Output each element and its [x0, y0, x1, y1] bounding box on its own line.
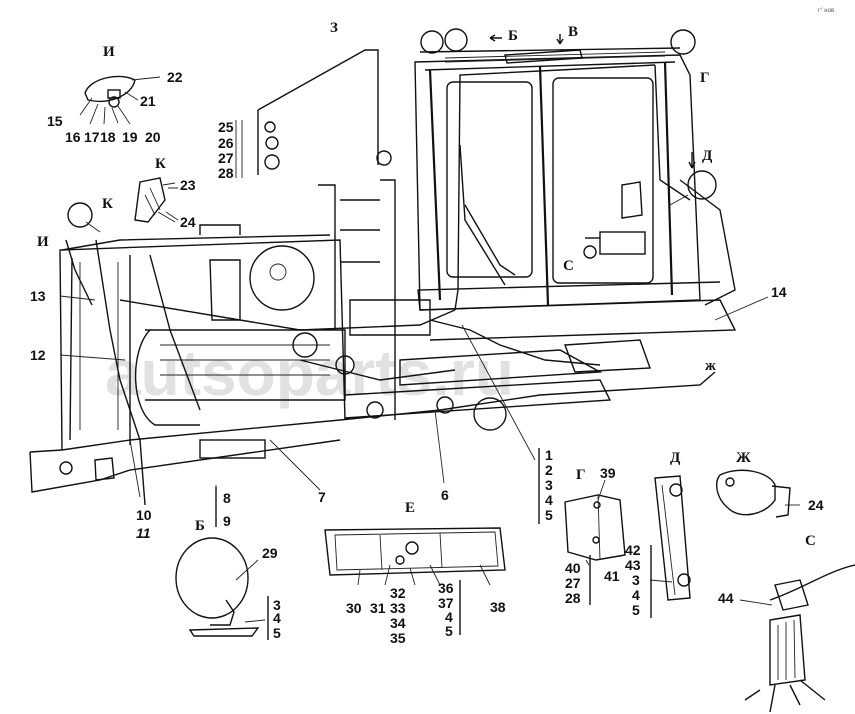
callout-11: 11 — [136, 525, 151, 541]
letter-k2: К — [102, 196, 113, 212]
callout-7: 7 — [318, 489, 326, 505]
callout-44: 44 — [718, 590, 734, 606]
callout-g-27: 27 — [565, 575, 581, 591]
view-e — [324, 527, 506, 586]
callout-5: 5 — [545, 507, 553, 523]
callout-25: 25 — [218, 119, 234, 135]
callout-6: 6 — [441, 487, 449, 503]
watermark: autsoparts.ru — [105, 337, 514, 409]
callout-17: 17 — [84, 129, 100, 145]
letter-i: И — [103, 44, 115, 60]
wiring-harness — [65, 64, 691, 506]
callout-43: 43 — [625, 557, 641, 573]
callout-42: 42 — [625, 542, 641, 558]
callout-1: 1 — [545, 447, 553, 463]
letter-z: З — [330, 20, 338, 36]
letter-k: К — [155, 156, 166, 172]
callout-22: 22 — [167, 69, 183, 85]
callout-9: 9 — [223, 513, 231, 529]
callout-23: 23 — [180, 177, 196, 193]
callout-31: 31 — [370, 600, 386, 616]
callout-37: 37 — [438, 595, 454, 611]
view-z — [241, 49, 392, 178]
callout-zh-24: 24 — [808, 497, 824, 513]
callout-27: 27 — [218, 150, 234, 166]
callout-e-5: 5 — [445, 623, 453, 639]
callout-21: 21 — [140, 93, 156, 109]
callout-16: 16 — [65, 129, 81, 145]
callout-14: 14 — [771, 284, 787, 300]
callout-38: 38 — [490, 599, 506, 615]
callout-36: 36 — [438, 580, 454, 596]
letter-g2: Г — [576, 467, 586, 483]
callout-20: 20 — [145, 129, 161, 145]
view-g — [564, 479, 626, 566]
letter-d2: Д — [670, 450, 681, 466]
callout-b-5: 5 — [273, 625, 281, 641]
callout-4: 4 — [545, 492, 553, 508]
callout-29: 29 — [262, 545, 278, 561]
view-d — [649, 475, 691, 601]
callout-39: 39 — [600, 465, 616, 481]
machine-body — [29, 179, 737, 493]
callout-32: 32 — [390, 585, 406, 601]
callout-8: 8 — [223, 490, 231, 506]
callout-10: 10 — [136, 507, 152, 523]
callout-b-4: 4 — [273, 610, 281, 626]
cab — [67, 28, 736, 311]
callout-24: 24 — [180, 214, 196, 230]
view-b — [175, 537, 266, 637]
callout-d-4: 4 — [632, 587, 640, 603]
letter-i2: И — [37, 234, 49, 250]
callout-d-5: 5 — [632, 602, 640, 618]
callout-30: 30 — [346, 600, 362, 616]
view-arrows — [489, 34, 696, 169]
callout-28: 28 — [218, 165, 234, 181]
callout-12: 12 — [30, 347, 46, 363]
callout-33: 33 — [390, 600, 406, 616]
leader-lines — [59, 120, 769, 640]
letter-g: Г — [700, 70, 710, 86]
view-i — [79, 75, 161, 125]
view-zh — [716, 469, 800, 518]
letter-e: Е — [405, 500, 415, 516]
view-letters: З И К К И Б В Г Д С ж Б Е Г Д Ж С — [37, 20, 816, 549]
callout-3: 3 — [545, 477, 553, 493]
callout-19: 19 — [122, 129, 138, 145]
callout-13: 13 — [30, 288, 46, 304]
letter-d: Д — [702, 148, 713, 164]
callout-e-4: 4 — [445, 609, 453, 625]
view-k — [134, 177, 176, 223]
corner-mark: г° нов — [818, 8, 834, 14]
letter-zh2: Ж — [736, 450, 751, 466]
callout-35: 35 — [390, 630, 406, 646]
callout-18: 18 — [100, 129, 116, 145]
callout-d-3: 3 — [632, 572, 640, 588]
letter-b: Б — [508, 28, 518, 44]
callout-g-28: 28 — [565, 590, 581, 606]
callout-2: 2 — [545, 462, 553, 478]
letter-s2: С — [805, 533, 816, 549]
callout-40: 40 — [565, 560, 581, 576]
letter-s: С — [563, 258, 574, 274]
letter-b2: Б — [195, 518, 205, 534]
callout-34: 34 — [390, 615, 406, 631]
callout-26: 26 — [218, 135, 234, 151]
callout-15: 15 — [47, 113, 63, 129]
letter-zh-small: ж — [705, 358, 716, 374]
callout-41: 41 — [604, 568, 620, 584]
letter-v: В — [568, 24, 578, 40]
callout-numbers: 22 21 15 16 17 18 19 20 25 26 27 28 23 2… — [30, 69, 824, 646]
view-s — [739, 564, 855, 713]
callout-b-3: 3 — [273, 597, 281, 613]
